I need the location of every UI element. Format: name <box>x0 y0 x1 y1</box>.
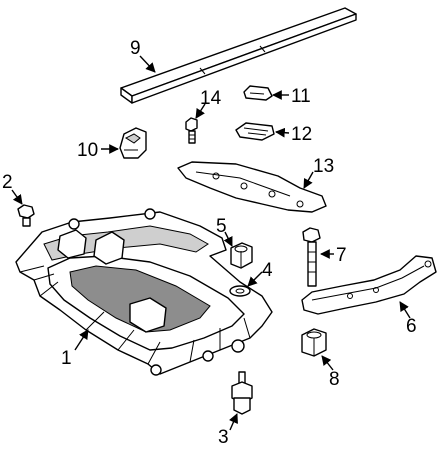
part-14-bolt[interactable] <box>185 117 198 144</box>
callout-6: 6 <box>406 316 417 337</box>
callout-14: 14 <box>200 88 222 109</box>
leader-3 <box>228 413 238 431</box>
part-4-washer[interactable] <box>229 285 251 297</box>
callout-11: 11 <box>291 86 311 107</box>
part-10-insulator[interactable] <box>119 127 147 159</box>
part-6-arm[interactable] <box>301 255 437 315</box>
leader-12 <box>275 127 290 138</box>
callout-2: 2 <box>2 172 13 193</box>
part-13-plate[interactable] <box>177 161 327 213</box>
leader-lines <box>11 55 411 431</box>
leader-1 <box>74 329 89 351</box>
callout-5: 5 <box>216 216 227 237</box>
leader-14 <box>195 103 206 119</box>
callout-4: 4 <box>262 260 273 281</box>
part-12-bracket[interactable] <box>235 122 275 141</box>
callout-3: 3 <box>218 427 229 448</box>
callout-8: 8 <box>329 369 340 390</box>
leader-13 <box>303 171 314 189</box>
leader-5 <box>223 231 233 247</box>
part-8-nut[interactable] <box>301 328 327 357</box>
part-9-brace[interactable] <box>120 7 357 104</box>
leader-8 <box>321 355 334 371</box>
callout-labels: 9 11 12 10 14 13 2 1 5 4 7 6 8 3 <box>2 38 417 448</box>
callout-13: 13 <box>313 156 334 177</box>
leader-9 <box>139 55 156 73</box>
part-2-bolt[interactable] <box>17 204 35 227</box>
callout-7: 7 <box>336 245 347 266</box>
part-5-nut[interactable] <box>230 242 253 269</box>
callout-10: 10 <box>77 140 98 161</box>
part-3-mount[interactable] <box>231 371 253 415</box>
leader-6 <box>399 301 411 319</box>
part-11-pad[interactable] <box>243 85 273 101</box>
part-1-subframe[interactable] <box>15 208 273 376</box>
callout-1: 1 <box>61 348 72 369</box>
leader-2 <box>11 189 23 205</box>
callout-12: 12 <box>291 124 312 145</box>
part-7-bolt[interactable] <box>302 227 321 287</box>
leader-4 <box>247 271 263 287</box>
callout-9: 9 <box>130 38 141 59</box>
